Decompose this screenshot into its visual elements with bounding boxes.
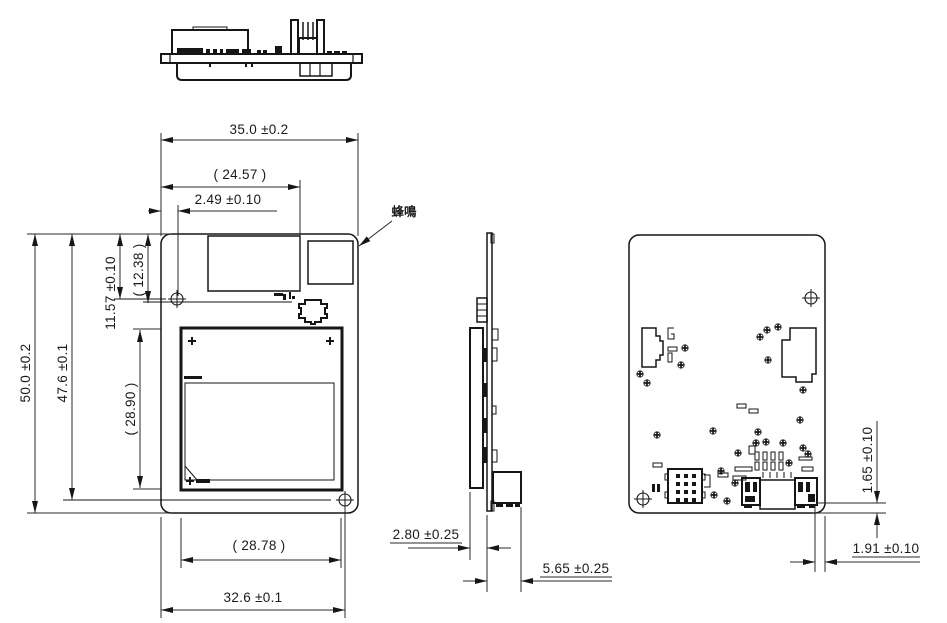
dim-top-zone-height: ( 12.38 ) [131, 244, 146, 297]
mounting-hole-bottom-right [335, 490, 355, 510]
right-connector-footprint [781, 327, 817, 383]
dim-window-height: ( 28.90 ) [123, 383, 138, 436]
front-view-dimensions: 35.0 ±0.2 ( 24.57 ) 2.49 ±0.10 50.0 ±0.2… [18, 122, 359, 618]
buzzer-square [307, 240, 354, 285]
dim-connector-edge-gap: 1.91 ±0.10 [853, 541, 920, 556]
left-connector-footprint [641, 327, 664, 368]
pin-header-back [664, 468, 706, 504]
side-profile-view [469, 232, 522, 512]
pin-header-side [290, 19, 325, 55]
dim-board-width: 35.0 ±0.2 [230, 122, 289, 137]
dim-window-bottom-width: ( 28.78 ) [233, 538, 286, 553]
dim-bottom-width: 32.6 ±0.1 [224, 590, 283, 605]
dim-hole-offset-y: 11.57 ±0.10 [103, 256, 118, 330]
pcb-edge-side [486, 232, 493, 512]
housing-tray-side [176, 63, 352, 81]
dim-hole-offset-x: 2.49 ±0.10 [195, 192, 262, 207]
mounting-hole-back-top-right [801, 288, 821, 308]
side-view-dimensions: 2.80 ±0.25 5.65 ±0.25 [390, 492, 612, 592]
dim-component-standoff: 2.80 ±0.25 [393, 527, 460, 542]
buzzer-annotation: 蜂鳴 [358, 204, 417, 247]
module-outline-back [628, 234, 826, 514]
main-bottom-connector [741, 472, 818, 510]
module-outline-front [160, 233, 359, 514]
mounting-hole-back-bottom-left [633, 489, 653, 509]
connector-below-board [299, 62, 333, 77]
back-view [628, 234, 826, 514]
dim-connector-standoff: 5.65 ±0.25 [543, 561, 610, 576]
buzzer-label: 蜂鳴 [391, 204, 417, 219]
scan-window-inner [184, 382, 335, 481]
dim-board-height: 50.0 ±0.2 [18, 344, 33, 403]
top-profile-view [160, 19, 363, 81]
mounting-hole-top-left [167, 289, 187, 309]
top-component-window [207, 235, 301, 292]
capacitor-row [754, 451, 784, 471]
scan-window-frame [179, 326, 344, 492]
dim-window-top-width: ( 24.57 ) [214, 167, 267, 182]
dim-inner-height: 47.6 ±0.1 [55, 344, 70, 403]
back-view-dimensions: 1.65 ±0.10 1.91 ±0.10 [790, 421, 920, 572]
dim-connector-bottom-gap: 1.65 ±0.10 [860, 427, 875, 494]
scan-window-side [469, 327, 484, 489]
cross-shaped-part [298, 299, 328, 325]
bottom-connector-side [492, 471, 522, 504]
